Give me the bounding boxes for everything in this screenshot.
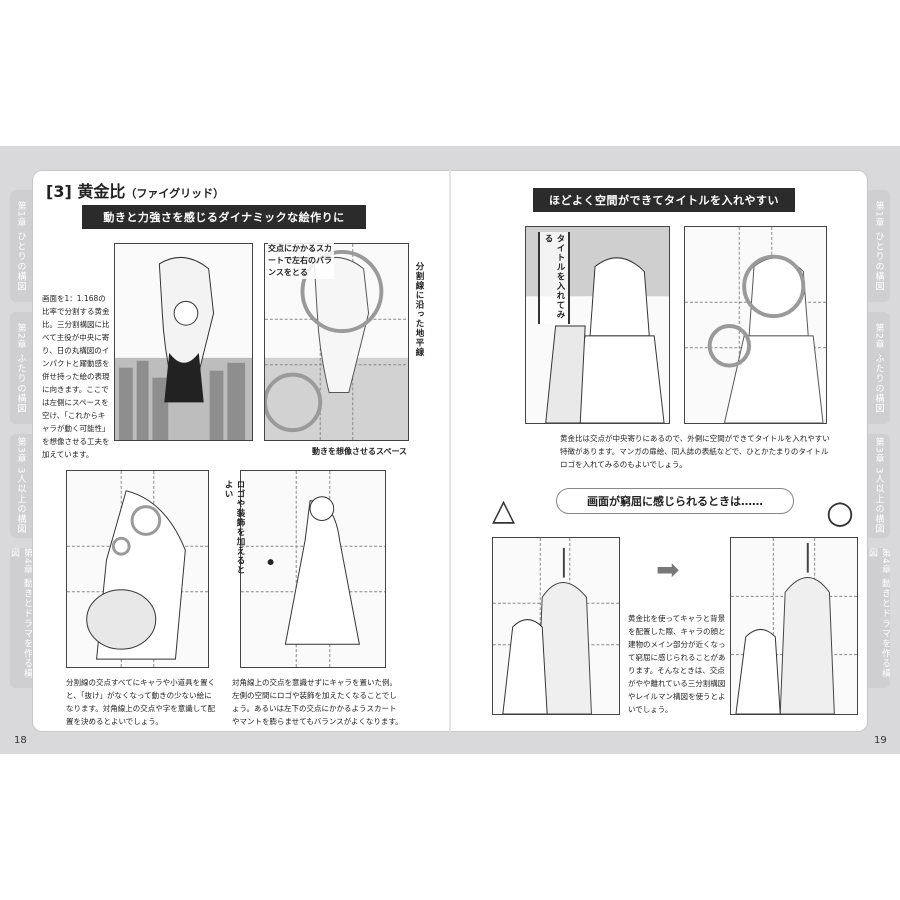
- chapter-tab-3-left[interactable]: 第3章 3人以上の構図: [10, 434, 32, 538]
- circle-icon: ○: [826, 493, 854, 531]
- right-banner: ほどよく空間ができてタイトルを入れやすい: [533, 188, 795, 212]
- gutter: [449, 170, 451, 732]
- left-banner: 動きと力強さを感じるダイナミックな絵作りに: [82, 205, 366, 229]
- caption-bottom-right: 対角線上の交点を意識せずにキャラを置いた例。左側の空間にロゴや装飾を加えたくなる…: [232, 678, 403, 726]
- panel-cathedral-fixed: [730, 537, 858, 715]
- panel-title-guide: [684, 226, 827, 424]
- panel-bouquet-character: [66, 470, 209, 668]
- chapter-tab-2-right[interactable]: 第2章 ふたりの構図: [868, 312, 890, 424]
- intro-text: 画面を1：1.168の比率で分割する黄金比。三分割構図に比べて主役が中央に寄り、…: [42, 294, 110, 459]
- note-intersection: 交点にかかるスカートで左右のバランスをとる: [268, 243, 334, 279]
- chapter-tab-3-right[interactable]: 第3章 3人以上の構図: [868, 434, 890, 538]
- panel-cathedral-cramped: [492, 537, 620, 715]
- title-sample-text: タイトルを入れてみる: [538, 232, 570, 324]
- pill-cramped: 画面が窮屈に感じられるときは……: [556, 488, 794, 514]
- note-space: 動きを想像させるスペース: [312, 447, 408, 456]
- caption-bottom-left: 分割線の交点すべてにキャラや小道具を置くと、「抜け」がなくなって動きの少ない絵に…: [66, 678, 216, 726]
- page-number-left: 18: [14, 735, 27, 746]
- chapter-tab-2-left[interactable]: 第2章 ふたりの構図: [10, 312, 32, 424]
- panel-gown-character: [240, 470, 386, 668]
- note-horizon: 分割線に沿った地平線: [414, 262, 424, 357]
- panel-dynamic-character: [114, 243, 253, 441]
- note-logo: ロゴや装飾を加えるとよい: [223, 480, 245, 575]
- triangle-icon: △: [492, 493, 516, 528]
- caption-cramped: 黄金比を使ってキャラと背景を配置した際、キャラの顔と建物のメイン部分が近くなって…: [628, 614, 726, 714]
- arrow-right-icon: ➡: [656, 553, 680, 586]
- chapter-tab-4-left[interactable]: 第4章 動きとドラマを作る構図: [10, 548, 32, 688]
- chapter-tab-1-left[interactable]: 第1章 ひとりの構図: [10, 190, 32, 302]
- chapter-tab-1-right[interactable]: 第1章 ひとりの構図: [868, 190, 890, 302]
- chapter-tab-4-right[interactable]: 第4章 動きとドラマを作る構図: [868, 548, 890, 688]
- panel-guide-character: [264, 243, 409, 441]
- page-number-right: 19: [874, 735, 887, 746]
- caption-top-right: 黄金比は交点が中央寄りにあるので、外側に空間ができてタイトルを入れやすい特徴があ…: [560, 434, 830, 469]
- section-title: [3] 黄金比（ファイグリッド）: [46, 182, 225, 201]
- panel-title-sample: [525, 226, 670, 424]
